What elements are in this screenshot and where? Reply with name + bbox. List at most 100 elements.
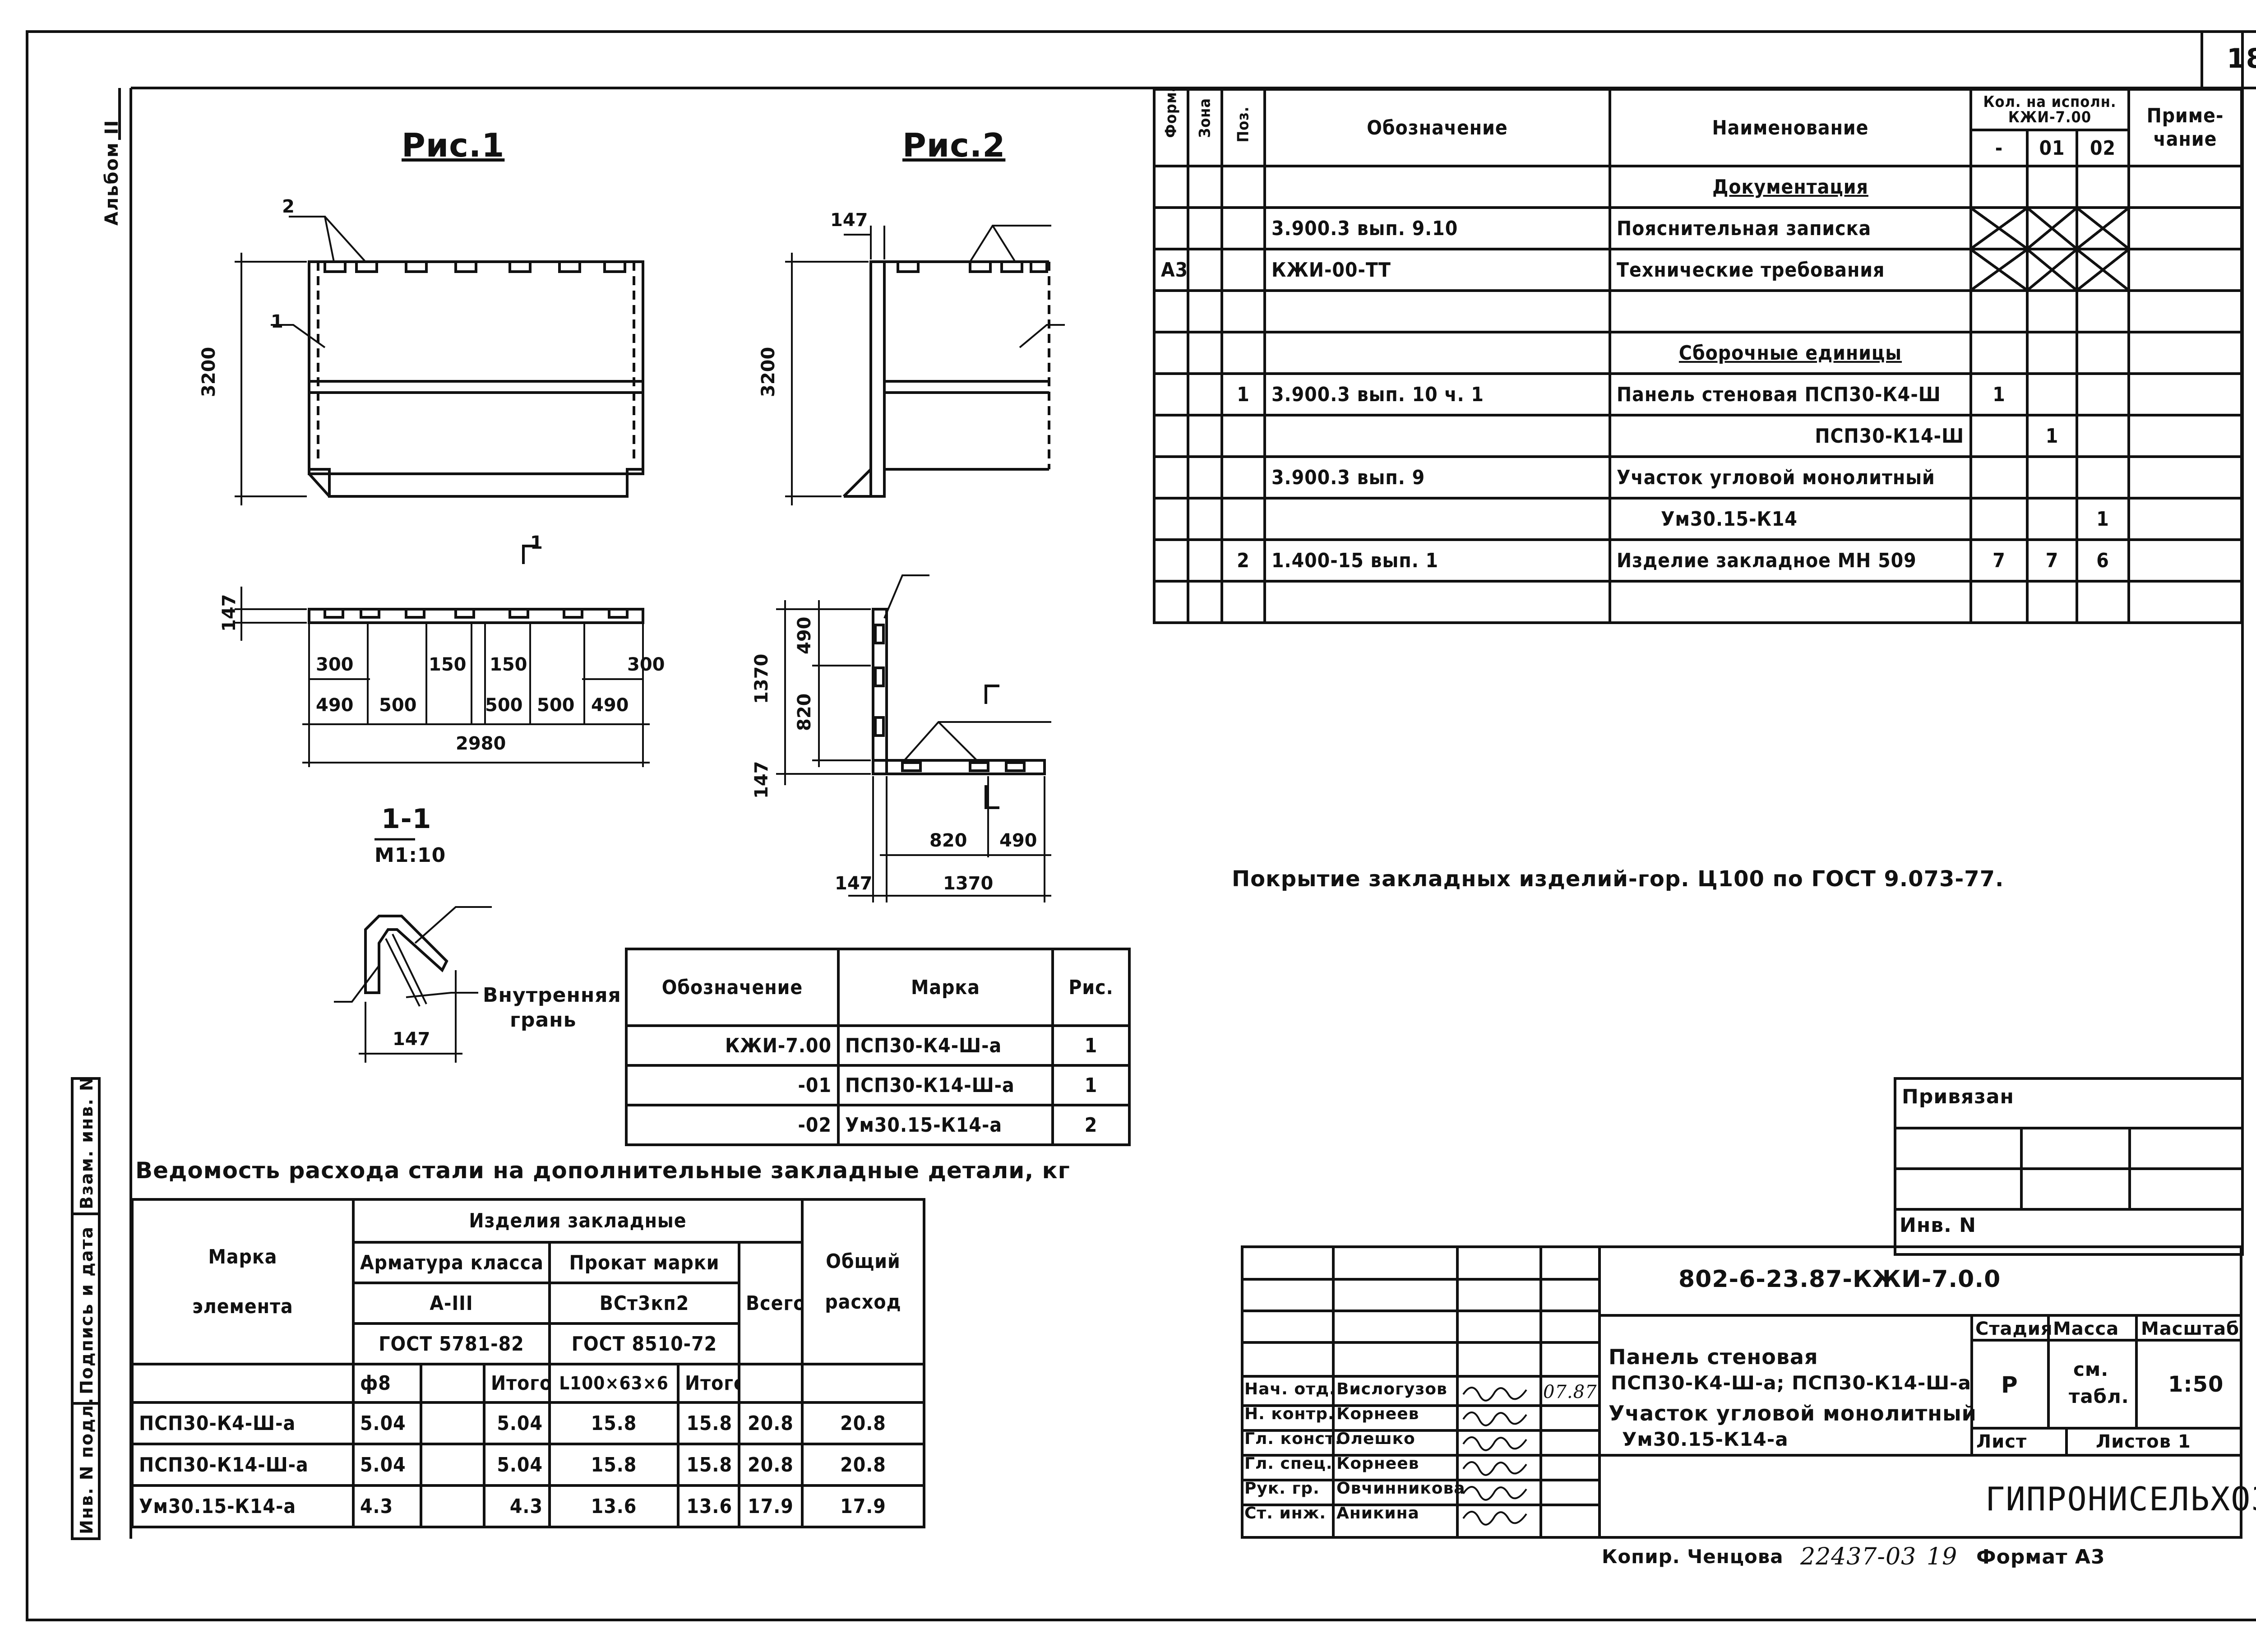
role-label: Рук. гр. — [1244, 1479, 1320, 1498]
mass-value-2: табл. — [2069, 1385, 2129, 1407]
name-label: Олешко — [1336, 1430, 1415, 1448]
col-note: Приме-чание — [2127, 88, 2243, 167]
sheet-number: 18 — [2227, 43, 2256, 74]
spec-cell-pos — [1220, 165, 1266, 209]
spec-row: Документация — [1153, 165, 2243, 209]
steel-cell-mark: ПСП30-К14-Ш-а — [131, 1443, 355, 1487]
footer-order: 22437-03 — [1800, 1543, 1917, 1570]
mass-value-1: см. — [2073, 1358, 2109, 1380]
dim-490-d: 490 — [999, 830, 1037, 851]
scale-header: Масштаб — [2141, 1319, 2240, 1339]
spec-cell-q1 — [2026, 497, 2078, 541]
dim-300-b: 300 — [627, 654, 665, 675]
mark-cell-des: -02 — [625, 1104, 840, 1146]
steel-cell-e — [420, 1484, 485, 1528]
name-label: Корнеев — [1336, 1405, 1419, 1423]
spec-cell-note — [2127, 414, 2243, 458]
mark-cell-fig: 1 — [1051, 1024, 1131, 1067]
spec-cell-designation — [1263, 331, 1611, 375]
spec-cell-format — [1153, 372, 1189, 416]
spec-cell-note — [2127, 248, 2243, 292]
spec-cell-q0 — [1969, 414, 2029, 458]
spec-cell-format — [1153, 414, 1189, 458]
spec-cell-crossed — [1969, 206, 2029, 250]
name-label: Овчинникова — [1336, 1479, 1465, 1498]
spec-cell-pos — [1220, 248, 1266, 292]
sign-date: 07.87 — [1543, 1382, 1597, 1402]
spec-cell-pos — [1220, 414, 1266, 458]
spec-cell-format — [1153, 497, 1189, 541]
spec-cell-note — [2127, 206, 2243, 250]
spec-cell-q1 — [2026, 580, 2078, 624]
mark-cell-mark: ПСП30-К14-Ш-а — [837, 1064, 1054, 1106]
spec-cell-q0 — [1969, 497, 2029, 541]
steel-h-rebar-gost: ГОСТ 5781-82 — [352, 1322, 551, 1365]
dim-500-b: 500 — [485, 695, 523, 716]
spec-cell-pos — [1220, 497, 1266, 541]
mark-cell-des: КЖИ-7.00 — [625, 1024, 840, 1067]
steel-cell-angle: 15.8 — [548, 1443, 680, 1487]
spec-cell-designation — [1263, 165, 1611, 209]
sheet-header: Лист — [1976, 1431, 2027, 1452]
spec-cell-name: Изделие закладное МН 509 — [1609, 538, 1972, 583]
side-sign-date: Подпись и дата — [77, 1226, 97, 1394]
steel-cell-t2: 15.8 — [677, 1443, 740, 1487]
spec-cell-q2 — [2075, 580, 2131, 624]
pos-label-2: 2 — [282, 196, 295, 217]
title-line-1: Панель стеновая — [1609, 1345, 1818, 1369]
dim-300-a: 300 — [316, 654, 354, 675]
spec-cell-note — [2127, 331, 2243, 375]
steel-cell-t1: 5.04 — [483, 1443, 551, 1487]
dim-3200-a: 3200 — [199, 347, 219, 397]
steel-cell-all: 20.8 — [737, 1443, 804, 1487]
spec-cell-name: Ум30.15-К14 — [1609, 497, 1972, 541]
spec-cell-name: Документация — [1609, 165, 1972, 209]
spec-cell-note — [2127, 289, 2243, 333]
fig1-panel-view — [235, 216, 644, 505]
steel-h-angle: L100×63×6 — [548, 1363, 680, 1404]
spec-row — [1153, 289, 2243, 333]
name-label: Вислогузов — [1336, 1380, 1447, 1398]
attach-privyazan: Привязан — [1902, 1085, 2014, 1108]
fig1-title: Рис.1 — [402, 126, 505, 164]
spec-cell-format — [1153, 538, 1189, 583]
spec-cell-name: Технические требования — [1609, 248, 1972, 292]
spec-cell-designation: 3.900.3 вып. 10 ч. 1 — [1263, 372, 1611, 416]
spec-cell-q2: 1 — [2075, 497, 2131, 541]
title-line-4: Ум30.15-К14-а — [1622, 1428, 1789, 1450]
col-qty-2: 02 — [2075, 129, 2131, 167]
spec-cell-format — [1153, 165, 1189, 209]
spec-cell-note — [2127, 455, 2243, 500]
doc-code: 802-6-23.87-КЖИ-7.0.0 — [1678, 1266, 2001, 1293]
spec-cell-designation — [1263, 497, 1611, 541]
inner-face-label-2: грань — [510, 1009, 577, 1032]
spec-cell-q1: 7 — [2026, 538, 2078, 583]
col-zone: Зона — [1187, 88, 1223, 167]
spec-cell-zone — [1187, 248, 1223, 292]
title-line-2: ПСП30-К4-Ш-а; ПСП30-К14-Ш-а — [1611, 1372, 1971, 1394]
signature-scribble — [1462, 1486, 1527, 1501]
signature-marks — [1462, 1387, 1527, 1526]
spec-cell-pos: 2 — [1220, 538, 1266, 583]
spec-cell-q2 — [2075, 289, 2131, 333]
role-label: Гл. спец. — [1244, 1454, 1333, 1473]
col-name: Наименование — [1609, 88, 1972, 167]
steel-h-total1: Итого — [483, 1363, 551, 1404]
spec-cell-zone — [1187, 165, 1223, 209]
dim-490-b: 490 — [591, 695, 629, 716]
mark-cell-mark: ПСП30-К4-Ш-а — [837, 1024, 1054, 1067]
spec-cell-name: Пояснительная записка — [1609, 206, 1972, 250]
spec-cell-note — [2127, 497, 2243, 541]
dim-147-a: 147 — [219, 594, 240, 632]
signature-scribble — [1462, 1387, 1527, 1402]
steel-h-total2: Итого — [677, 1363, 740, 1404]
spec-cell-name: ПСП30-К14-Ш — [1609, 414, 1972, 458]
steel-cell-mark: Ум30.15-К14-а — [131, 1484, 355, 1528]
steel-h-empty — [420, 1363, 485, 1404]
fig2-corner-view — [785, 225, 1065, 505]
scale-value: 1:50 — [2168, 1372, 2224, 1397]
